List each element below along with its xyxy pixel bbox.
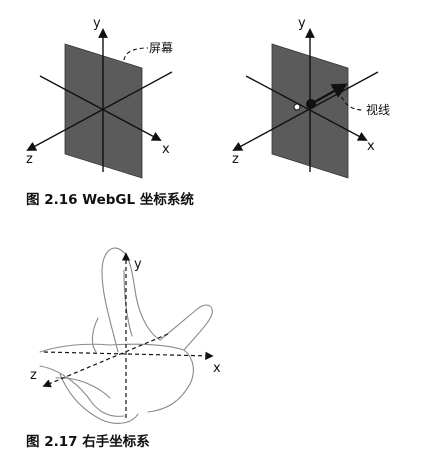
x-axis-right xyxy=(245,75,368,141)
z-axis-hand xyxy=(42,333,169,388)
x-label-hand: x xyxy=(213,361,221,376)
screen-leader-line xyxy=(123,47,149,61)
y-label-hand: y xyxy=(134,257,142,272)
viewer-marker xyxy=(293,103,301,111)
right-hand-coords: y x z xyxy=(30,247,221,424)
x-label-right: x xyxy=(367,139,375,154)
view-direction-arrow xyxy=(310,83,348,105)
y-label-left: y xyxy=(93,16,101,31)
z-axis-left xyxy=(26,71,173,151)
x-label-left: x xyxy=(162,142,170,157)
webgl-coords-right: y x z 视线 xyxy=(232,16,390,179)
x-axis-left xyxy=(39,75,162,141)
eye-point xyxy=(306,99,316,109)
screen-label: 屏幕 xyxy=(149,41,173,55)
view-label: 视线 xyxy=(366,102,390,117)
view-leader-line xyxy=(339,89,365,111)
x-axis-hand xyxy=(43,351,214,361)
z-axis-right xyxy=(232,71,379,151)
caption-fig-2-17: 图 2.17 右手坐标系 xyxy=(26,433,150,450)
z-label-left: z xyxy=(26,152,33,167)
caption-fig-2-16: 图 2.16 WebGL 坐标系统 xyxy=(26,191,194,208)
z-label-hand: z xyxy=(30,368,37,383)
z-label-right: z xyxy=(232,152,239,167)
webgl-coords-left: y x z 屏幕 xyxy=(26,16,173,179)
y-label-right: y xyxy=(298,16,306,31)
